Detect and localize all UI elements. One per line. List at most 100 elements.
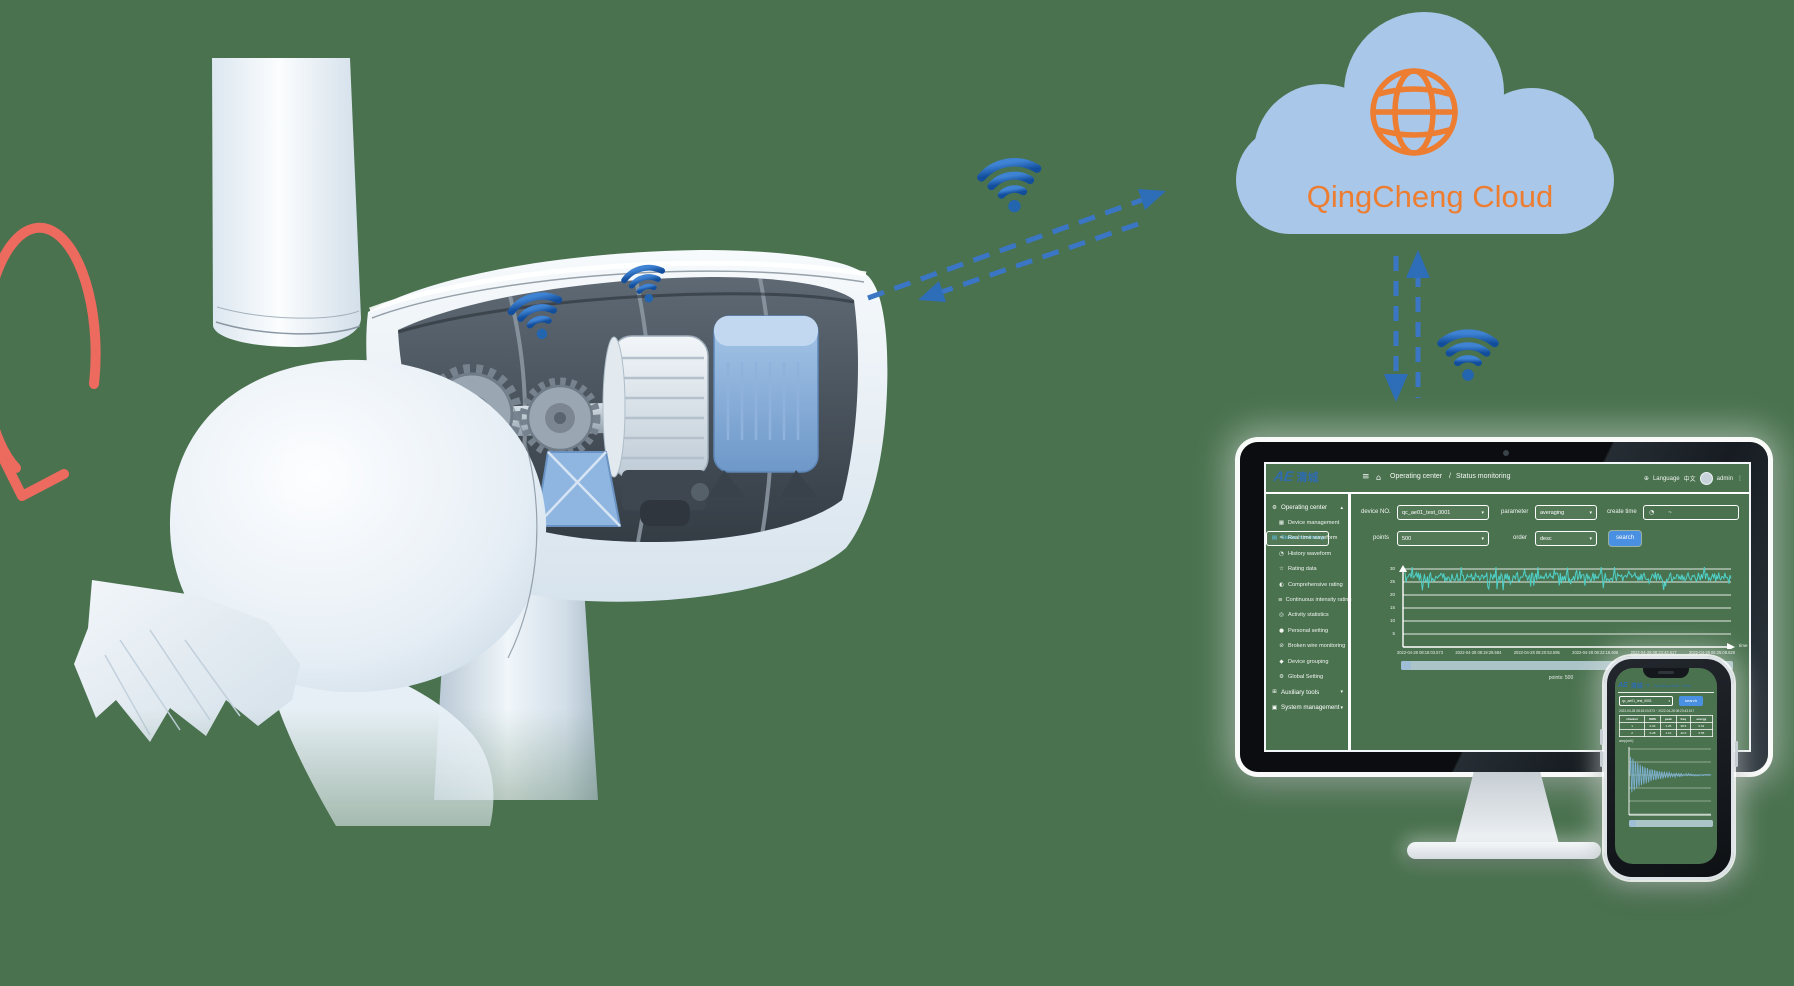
- y-tick: 30: [1389, 566, 1395, 571]
- chevron-down-icon: ▾: [1340, 689, 1343, 696]
- turbine-hub: [169, 359, 547, 693]
- sidebar-item-icon: ⊞: [1272, 689, 1277, 696]
- y-tick: 20: [1389, 592, 1395, 597]
- sidebar-item-system-management[interactable]: ▣ System management ▾: [1271, 704, 1343, 712]
- turbine-blade-broken: [74, 580, 300, 742]
- gear-icon: ⚙: [1272, 504, 1277, 511]
- power-button: [1735, 741, 1738, 767]
- logo-cjk-text: 清城: [1296, 472, 1319, 484]
- cloud: QingCheng Cloud: [1236, 12, 1614, 234]
- sidebar: ⚙ Operating center ▴ ▦ Device management…: [1266, 494, 1352, 750]
- smartphone: AE 清城 ≡ Operating center / trend qc_ae01…: [1600, 656, 1738, 880]
- points-select[interactable]: 500 ▾: [1397, 531, 1489, 546]
- collapse-icon: ▴: [1340, 504, 1343, 511]
- sidebar-item-personal-setting[interactable]: ● Personal setting: [1279, 627, 1329, 634]
- sidebar-item-status-monitoring[interactable]: ▤ Status monitoring: [1266, 530, 1329, 546]
- username[interactable]: admin: [1716, 475, 1733, 482]
- sidebar-item-device-grouping[interactable]: ◆ Device grouping: [1279, 658, 1329, 665]
- order-select[interactable]: desc ▾: [1535, 531, 1597, 546]
- search-button[interactable]: search: [1609, 531, 1642, 546]
- phone-notch: [1643, 668, 1689, 678]
- main-panel: device NO. qc_ae01_test_0001 ▾ parameter…: [1351, 494, 1749, 750]
- y-tick: 5: [1392, 631, 1395, 636]
- create-time-range-input[interactable]: ◔ ~: [1643, 505, 1739, 520]
- time-axis-label: time: [1739, 643, 1748, 648]
- rotation-arrow: [0, 222, 101, 501]
- device-no-select[interactable]: qc_ae01_test_0001 ▾: [1619, 696, 1673, 706]
- parameter-label: parameter: [1501, 509, 1529, 515]
- kebab-menu-icon[interactable]: ⋮: [1737, 475, 1743, 482]
- y-tick: 15: [1389, 605, 1395, 610]
- points-label: points: [1373, 535, 1390, 541]
- cloud-down-arrow: [1384, 256, 1408, 402]
- webcam-icon: [1503, 450, 1509, 456]
- chevron-down-icon: ▾: [1668, 699, 1670, 703]
- generator: [708, 315, 819, 498]
- logo-text: AE: [1272, 468, 1295, 484]
- wifi-icon: [980, 158, 1043, 216]
- sidebar-item-operating-center[interactable]: ⚙ Operating center ▴: [1272, 504, 1343, 512]
- sidebar-item-icon: ◔: [1279, 550, 1284, 557]
- cloud-up-arrow: [1406, 250, 1430, 398]
- breadcrumb-separator: /: [1449, 473, 1451, 480]
- device-no-label: device NO.: [1361, 509, 1391, 515]
- language-label[interactable]: Language: [1652, 475, 1680, 482]
- order-label: order: [1513, 535, 1528, 541]
- wifi-icon: [1441, 333, 1494, 380]
- sidebar-item-icon: ⚙: [1279, 673, 1284, 680]
- menu-icon[interactable]: ≡: [1645, 682, 1650, 689]
- brush-handle[interactable]: [1401, 661, 1411, 670]
- points-note: points: 500: [1548, 675, 1574, 681]
- clock-icon: ◔: [1649, 509, 1655, 516]
- chart-brush-scrollbar[interactable]: [1401, 661, 1733, 670]
- parameter-select[interactable]: averaging ▾: [1535, 505, 1597, 520]
- chevron-down-icon: ▾: [1481, 535, 1484, 542]
- waveform-chart: [1399, 565, 1735, 649]
- breadcrumb-section[interactable]: Operating center: [1390, 473, 1443, 480]
- sidebar-item-global-setting[interactable]: ⚙ Global Setting: [1279, 673, 1324, 680]
- phone-breadcrumb: Operating center / trend: [1652, 683, 1691, 688]
- dashboard-header: AE 清城 ≡ ⌂ Operating center / Status moni…: [1266, 464, 1749, 494]
- language-value[interactable]: 中文: [1683, 477, 1696, 483]
- sidebar-item-continuous-intensity-rating[interactable]: ≡ Continuous intensity rating: [1278, 597, 1352, 604]
- chevron-down-icon: ▾: [1481, 509, 1484, 516]
- app-logo: AE 清城: [1272, 468, 1319, 485]
- range-separator: ~: [1668, 509, 1672, 516]
- sidebar-item-icon: ▦: [1278, 520, 1285, 527]
- avatar[interactable]: [1699, 472, 1713, 485]
- volume-button: [1600, 729, 1603, 745]
- uplink-arrow: [867, 189, 1166, 301]
- phone-waveform-chart: [1628, 747, 1712, 816]
- device-no-select[interactable]: qc_ae01_test_0001 ▾: [1397, 505, 1489, 520]
- volume-button: [1600, 751, 1603, 767]
- brush-handle[interactable]: [1629, 820, 1636, 827]
- time-range-text: 2022-04-28 08:18:03.573 ~ 2022-04-28 08:…: [1619, 709, 1695, 713]
- cloud-label: QingCheng Cloud: [1307, 179, 1553, 214]
- language-icon[interactable]: ⊕: [1643, 475, 1649, 482]
- breadcrumb-page: Status monitoring: [1456, 473, 1511, 480]
- logo-text: AE: [1618, 682, 1628, 689]
- search-button[interactable]: search: [1679, 696, 1703, 706]
- sidebar-item-auxiliary-tools[interactable]: ⊞ Auxiliary tools ▾: [1272, 688, 1343, 696]
- sidebar-item-icon: ◐: [1279, 581, 1284, 588]
- userbar: ⊕ Language 中文 admin ⋮: [1644, 472, 1743, 485]
- monitor-stand-base: [1407, 842, 1601, 859]
- downlink-arrow: [918, 221, 1139, 302]
- sidebar-item-activity-statistics[interactable]: ◎ Activity statistics: [1279, 612, 1329, 619]
- sidebar-item-rating-data[interactable]: ☆ Rating data: [1279, 566, 1317, 573]
- speaker-icon: [1658, 671, 1674, 674]
- logo-cjk-text: 清城: [1630, 684, 1643, 690]
- sidebar-item-real-time-waveform[interactable]: ≈ Real time waveform: [1279, 535, 1338, 542]
- chart-brush-scrollbar[interactable]: [1629, 820, 1713, 827]
- sidebar-item-comprehensive-rating[interactable]: ◐ Comprehensive rating: [1279, 581, 1343, 588]
- sidebar-item-device-management[interactable]: ▦ Device management: [1278, 520, 1340, 527]
- wind-turbine: [0, 58, 888, 826]
- menu-icon[interactable]: ≡: [1362, 472, 1370, 482]
- home-icon[interactable]: ⌂: [1376, 473, 1382, 482]
- sidebar-item-history-waveform[interactable]: ◔ History waveform: [1279, 550, 1332, 557]
- sidebar-item-icon: ◎: [1279, 612, 1284, 619]
- sidebar-item-broken-wire-monitoring[interactable]: ⊘ Broken wire monitoring: [1279, 643, 1346, 650]
